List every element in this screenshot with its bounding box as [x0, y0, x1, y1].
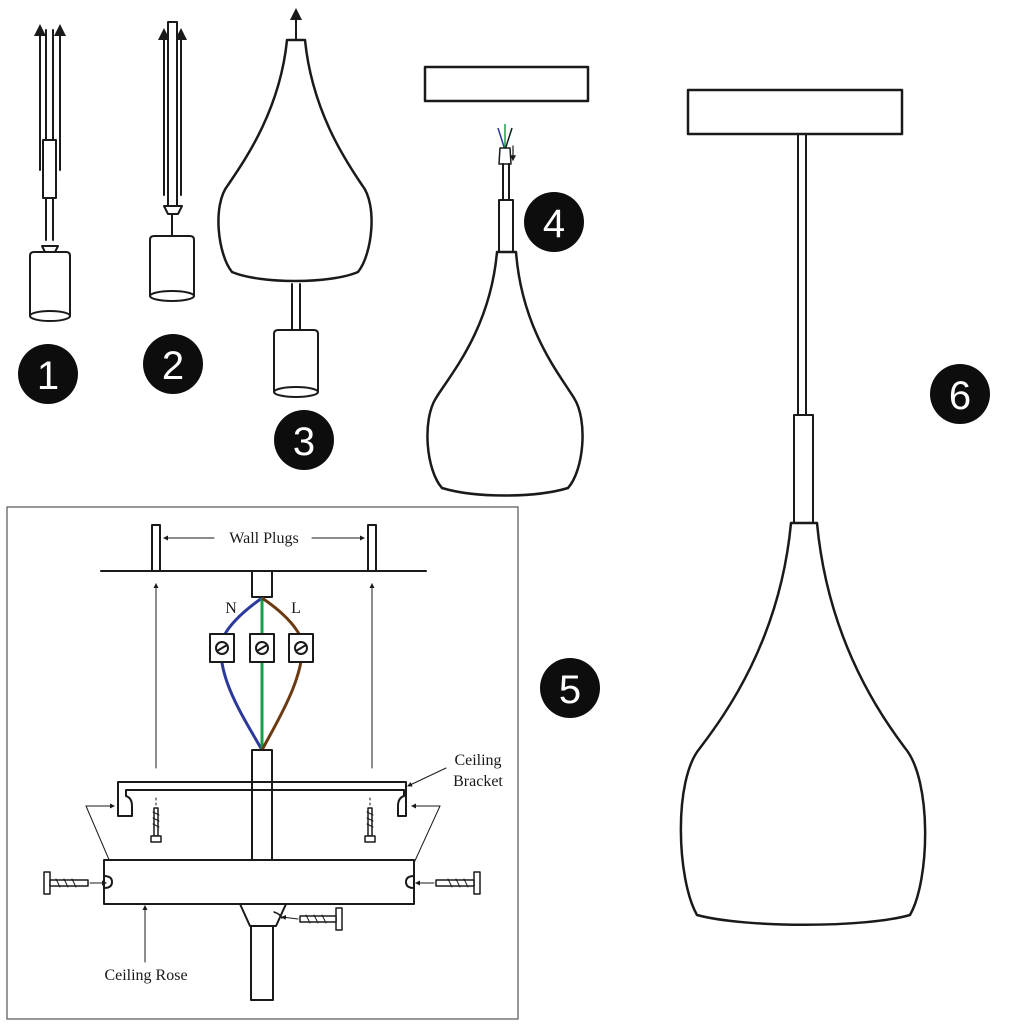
step-1-cord-assembly [29, 24, 71, 322]
terminal-block-icon [209, 633, 235, 663]
step-2-cord-assembly [149, 21, 195, 302]
wall-plug-right [367, 524, 377, 572]
step-6-badge: 6 [930, 364, 990, 424]
screw-icon [150, 797, 162, 843]
ceiling-bracket-label-line1: Ceiling [454, 752, 501, 769]
step-number: 6 [949, 374, 971, 418]
live-label: L [291, 600, 301, 617]
step-2-badge: 2 [143, 334, 203, 394]
step-number: 4 [543, 202, 565, 246]
screw-icon [415, 871, 481, 895]
wall-plug-left [151, 524, 161, 572]
step-4-hanging-assembly [423, 65, 590, 497]
step-number: 2 [162, 344, 184, 388]
terminal-block-icon [288, 633, 314, 663]
step-6-installed-pendant [679, 88, 927, 926]
step-5-badge: 5 [540, 658, 600, 718]
screw-icon [364, 797, 376, 843]
terminal-block-icon [249, 633, 275, 663]
cord-grip-icon [239, 903, 343, 1001]
step-4-badge: 4 [524, 192, 584, 252]
step-number: 3 [293, 420, 315, 464]
wall-plugs-label: Wall Plugs [229, 530, 298, 547]
step-3-badge: 3 [274, 410, 334, 470]
ceiling-bracket-label-line2: Bracket [453, 773, 503, 790]
step-number: 1 [37, 354, 59, 398]
step-number: 5 [559, 668, 581, 712]
neutral-label: N [225, 600, 237, 617]
step-5-wiring-diagram: Wall Plugs N L Ceiling Bracket [6, 506, 519, 1020]
step-3-shade-assembly [217, 8, 373, 398]
screw-icon [43, 871, 107, 895]
ceiling-rose-label: Ceiling Rose [104, 967, 187, 984]
step-1-badge: 1 [18, 344, 78, 404]
